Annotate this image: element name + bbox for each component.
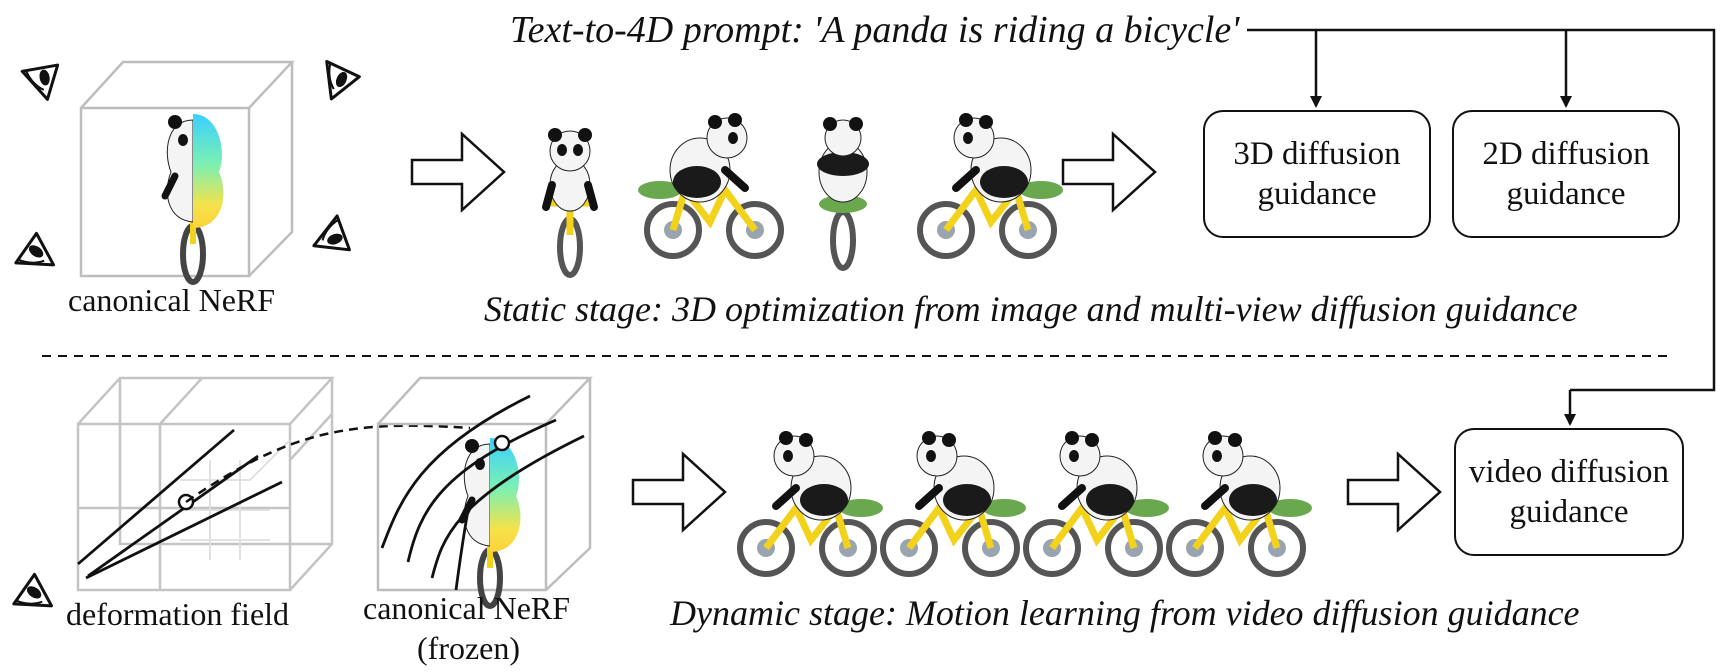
guidance-arrow: [1061, 132, 1157, 212]
frozen-label: (frozen): [417, 630, 521, 666]
canonical-nerf-cube: [79, 60, 295, 278]
camera-eye-icon: [14, 231, 65, 283]
deformation-trajectories: [77, 428, 283, 580]
sample-point: [493, 434, 511, 452]
canonical-nerf-label: canonical NeRF: [68, 282, 276, 318]
frozen-canonical-nerf-cube: [376, 376, 593, 592]
render-back-view: [817, 117, 869, 268]
camera-eye-icon: [12, 572, 63, 624]
video-frame: [1026, 431, 1169, 574]
ray-trajectories: [380, 394, 585, 591]
video-diffusion-guidance-box: video diffusion guidance: [1454, 428, 1684, 556]
2d-diffusion-guidance-box: 2D diffusion guidance: [1452, 110, 1680, 238]
video-frame: [740, 431, 883, 574]
box-line: guidance: [1257, 176, 1377, 212]
video-frame: [883, 431, 1026, 574]
camera-eye-icon: [311, 60, 361, 108]
frozen-nerf-panda: [462, 438, 520, 606]
camera-eye-icon: [20, 63, 65, 105]
render-arrow: [410, 132, 506, 212]
canonical-nerf-panda: [165, 114, 223, 282]
box-line: guidance: [1506, 176, 1626, 212]
3d-diffusion-guidance-box: 3D diffusion guidance: [1203, 110, 1431, 238]
box-line: 2D diffusion: [1482, 136, 1650, 172]
render-front-view: [546, 128, 594, 275]
camera-eye-icon: [305, 214, 351, 263]
dynamic-stage-caption: Dynamic stage: Motion learning from vide…: [670, 593, 1580, 633]
render-side-view: [920, 113, 1063, 256]
prompt-connector: [1247, 28, 1716, 426]
deformation-mapping: [185, 424, 471, 504]
static-stage-caption: Static stage: 3D optimization from image…: [484, 289, 1578, 329]
frozen-canonical-nerf-label: canonical NeRF: [363, 590, 571, 626]
box-line: 3D diffusion: [1233, 136, 1401, 172]
text-prompt: Text-to-4D prompt: 'A panda is riding a …: [510, 9, 1240, 51]
guidance-arrow: [1346, 452, 1442, 532]
video-frame: [1169, 431, 1312, 574]
deformation-field-grid: [76, 376, 335, 592]
render-arrow: [631, 452, 727, 532]
box-line: guidance: [1509, 494, 1629, 530]
deformation-field-label: deformation field: [66, 596, 290, 632]
box-line: video diffusion: [1468, 454, 1670, 490]
render-side-view: [638, 113, 781, 256]
